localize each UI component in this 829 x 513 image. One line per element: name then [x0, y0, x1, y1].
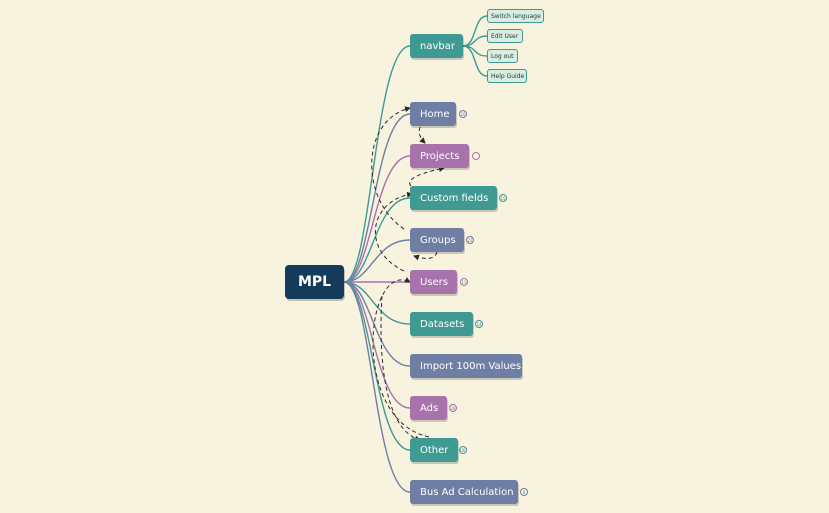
branch-node-projects[interactable]: Projects [410, 144, 469, 168]
relation-arrow [372, 277, 430, 438]
branch-label: Bus Ad Calculation [420, 486, 514, 498]
link-navbar-child [462, 45, 488, 77]
link-branch [343, 281, 411, 451]
branch-label: Home [420, 108, 450, 120]
branch-node-home[interactable]: Home [410, 102, 456, 126]
link-branch [343, 155, 411, 283]
branch-node-bus-ad-calculation[interactable]: Bus Ad Calculation [410, 480, 518, 504]
relation-arrow [375, 191, 413, 272]
count-badge-bus-ad-calculation: 6 [520, 488, 528, 496]
branch-label: Projects [420, 150, 460, 162]
navbar-item-edit-user[interactable]: Edit User [487, 29, 523, 43]
link-branch [343, 281, 411, 325]
navbar-item-log-out[interactable]: Log out [487, 49, 518, 63]
relation-arrow [418, 126, 426, 144]
count-badge-custom-fields: 15 [499, 194, 507, 202]
link-branch [343, 113, 411, 283]
link-branch [343, 281, 411, 409]
branch-label: Other [420, 444, 449, 456]
relation-arrow [413, 251, 438, 261]
branch-label: Datasets [420, 318, 465, 330]
link-navbar [343, 45, 411, 283]
link-branch [343, 197, 411, 283]
branch-node-ads[interactable]: Ads [410, 396, 447, 420]
count-badge-home: 20 [459, 110, 467, 118]
navbar-item-switch-language[interactable]: Switch language [487, 9, 544, 23]
navbar-node[interactable]: navbar [410, 34, 463, 58]
link-branch [343, 281, 411, 367]
link-branch [343, 281, 411, 493]
navbar-item-help-guide[interactable]: Help Guide [487, 69, 527, 83]
branch-node-datasets[interactable]: Datasets [410, 312, 473, 336]
branch-node-other[interactable]: Other [410, 438, 458, 462]
root-node-mpl[interactable]: MPL [285, 265, 344, 299]
relation-arrow [380, 295, 421, 442]
branch-node-groups[interactable]: Groups [410, 228, 464, 252]
branch-label: Ads [420, 402, 439, 414]
count-badge-other: 100 [459, 446, 467, 454]
link-branch [343, 239, 411, 283]
branch-label: Custom fields [420, 192, 489, 204]
count-badge-projects [472, 152, 480, 160]
branch-node-users[interactable]: Users [410, 270, 457, 294]
navbar-label: navbar [420, 40, 455, 52]
relation-arrow [371, 106, 411, 230]
relation-arrow [409, 166, 445, 187]
branch-node-custom-fields[interactable]: Custom fields [410, 186, 497, 210]
branch-label: Users [420, 276, 449, 288]
count-badge-datasets: 14 [475, 320, 483, 328]
branch-label: Import 100m Values [420, 360, 522, 372]
count-badge-users: 13 [460, 278, 468, 286]
count-badge-ads: 28 [449, 404, 457, 412]
branch-node-import-100m-values[interactable]: Import 100m Values [410, 354, 522, 378]
count-badge-groups: 22 [466, 236, 474, 244]
branch-label: Groups [420, 234, 456, 246]
